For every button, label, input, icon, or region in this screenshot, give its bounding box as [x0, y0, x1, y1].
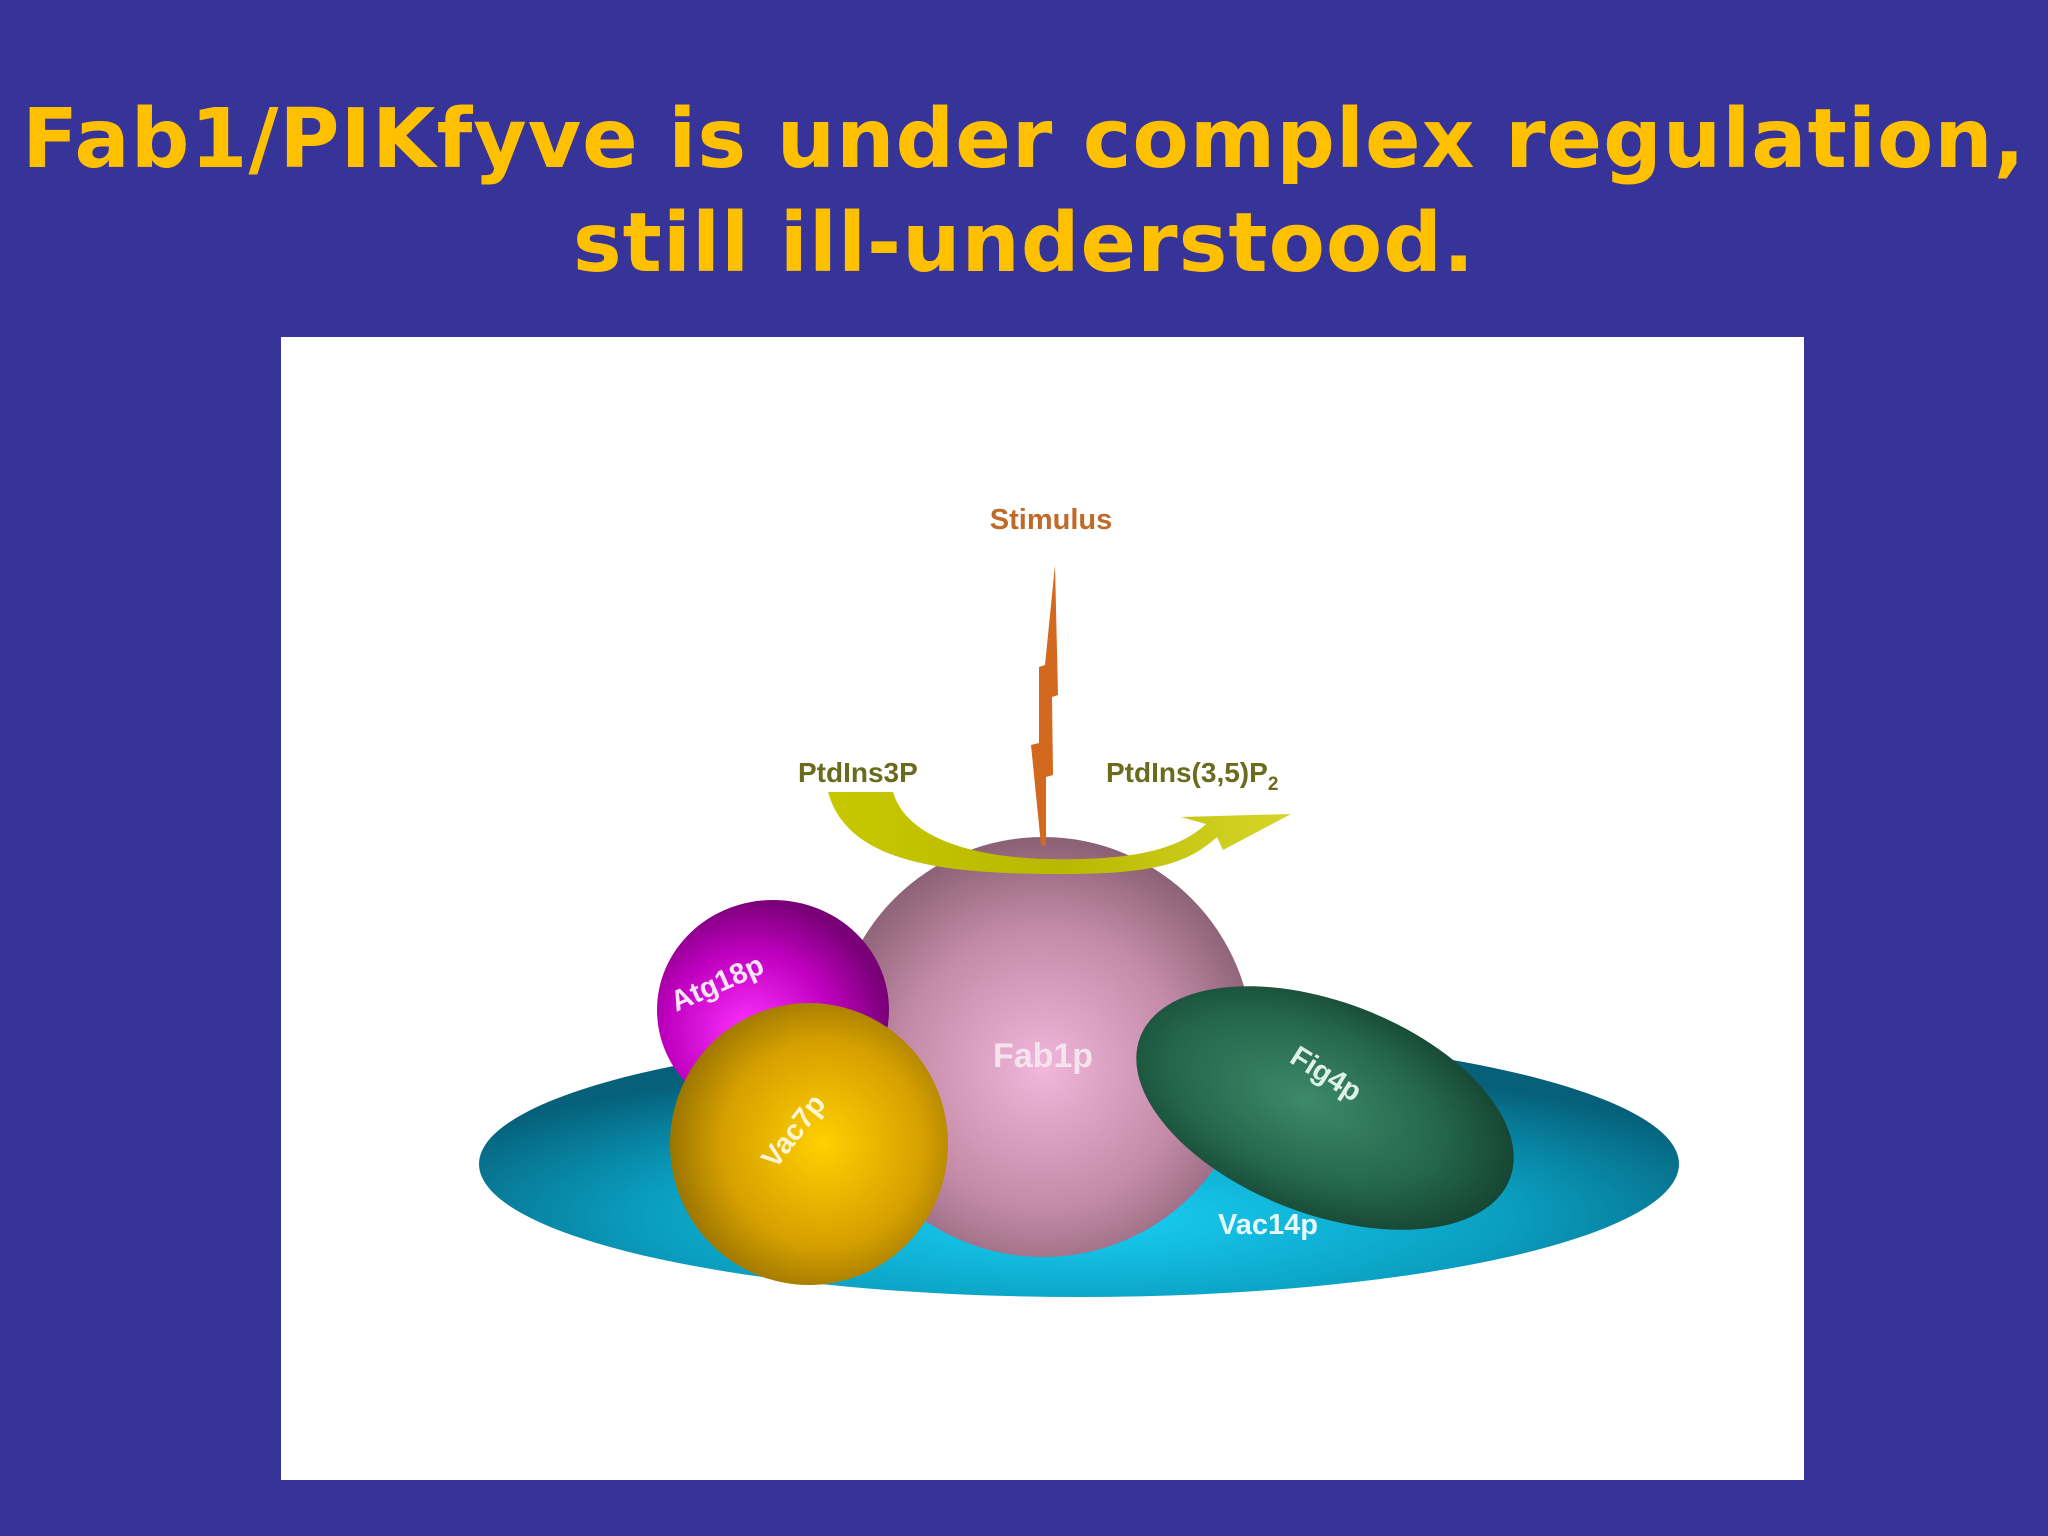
- slide-title-line-1: Fab1/PIKfyve is under complex regulation…: [22, 92, 2026, 187]
- slide-title: Fab1/PIKfyve is under complex regulation…: [0, 88, 2048, 296]
- product-label-subscript: 2: [1268, 774, 1279, 795]
- stimulus-bolt: [1031, 565, 1058, 846]
- vac14p-label: Vac14p: [1218, 1209, 1318, 1241]
- vac7p-sphere: [670, 1003, 948, 1285]
- substrate-label: PtdIns3P: [798, 757, 918, 788]
- fig4p-ellipse: [1136, 986, 1514, 1230]
- slide-title-line-2: still ill-understood.: [572, 196, 1476, 291]
- conversion-arrow-body: [828, 792, 1291, 875]
- complex-diagram: Stimulus PtdIns3P PtdIns(3,5)P2 Fab1p Va…: [479, 504, 1679, 1297]
- product-label: PtdIns(3,5)P2: [1106, 757, 1278, 795]
- fab1p-label: Fab1p: [993, 1037, 1093, 1075]
- diagram-panel: Stimulus PtdIns3P PtdIns(3,5)P2 Fab1p Va…: [281, 337, 1804, 1480]
- product-label-main: PtdIns(3,5)P: [1106, 757, 1268, 788]
- stimulus-label: Stimulus: [990, 504, 1112, 536]
